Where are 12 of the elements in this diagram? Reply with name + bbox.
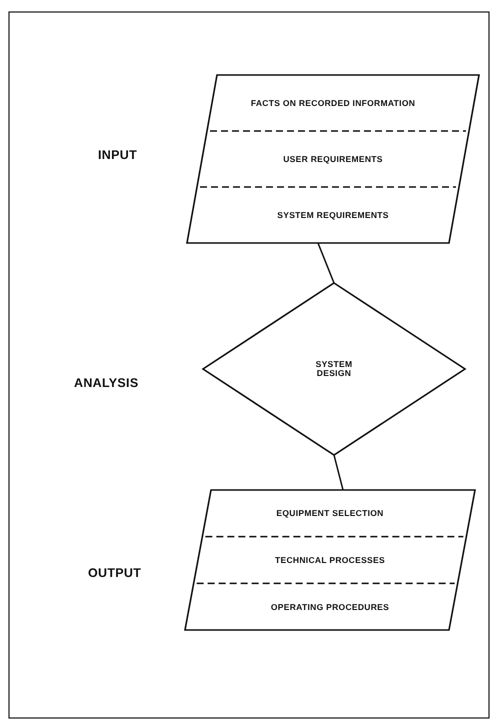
connector-line xyxy=(333,454,344,490)
section-text: FACTS ON RECORDED INFORMATION xyxy=(250,98,416,108)
section-text: OPERATING PROCEDURES xyxy=(270,602,390,612)
connector-line xyxy=(317,242,335,284)
stage-label: ANALYSIS xyxy=(74,376,138,390)
stage-label: OUTPUT xyxy=(88,566,142,580)
section-text: USER REQUIREMENTS xyxy=(283,154,383,164)
section-text: TECHNICAL PROCESSES xyxy=(275,554,385,565)
section-text: SYSTEM REQUIREMENTS xyxy=(277,210,389,220)
section-text: EQUIPMENT SELECTION xyxy=(276,508,384,518)
decision-text: SYSTEM DESIGN xyxy=(314,360,354,378)
stage-label: INPUT xyxy=(98,148,137,162)
